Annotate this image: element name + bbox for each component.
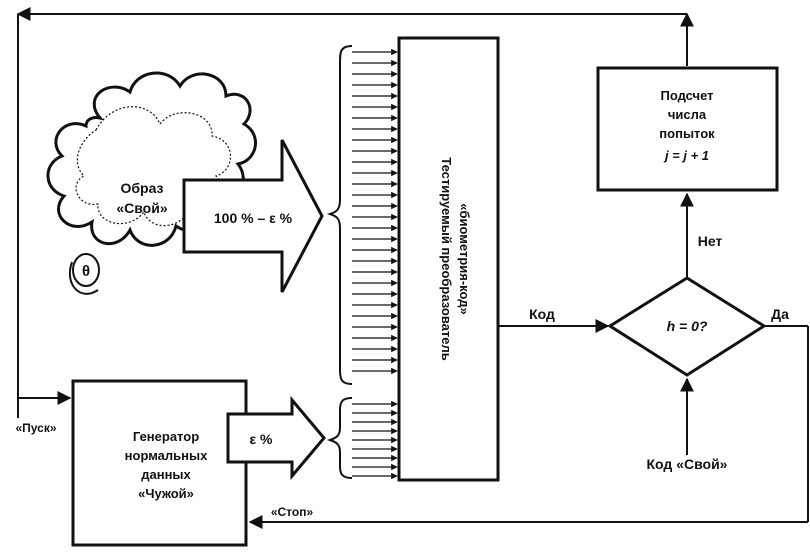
cloud-label-line1: Образ <box>120 180 163 196</box>
counter-label-line2: числа <box>668 107 707 122</box>
converter-block: Тестируемый преобразователь «биометрия-к… <box>397 36 500 482</box>
attempt-counter-block: Подсчет числа попыток j = j + 1 <box>596 66 779 192</box>
decision-label: h = 0? <box>667 318 708 334</box>
own-code-line: Код «Свой» <box>647 377 728 472</box>
feedback-loop-line <box>16 7 694 418</box>
foreign-share-arrow: ε % <box>226 395 326 481</box>
converter-label-line2: «биометрия-код» <box>457 203 472 315</box>
stop-label: «Стоп» <box>271 505 314 519</box>
no-branch-line: Нет <box>680 192 723 278</box>
generator-label-line3: данных <box>141 467 191 482</box>
yes-label: Да <box>771 306 789 322</box>
generator-label-line4: «Чужой» <box>138 486 194 501</box>
own-share-arrow: 100 % – ε % <box>182 139 324 293</box>
theta-symbol: θ <box>82 263 90 280</box>
yes-branch-line: Да «Стоп» <box>248 306 809 529</box>
generator-label-line1: Генератор <box>133 429 199 444</box>
generator-label-line2: нормальных <box>125 448 208 463</box>
counter-label-line3: попыток <box>659 126 715 141</box>
decision-block: h = 0? <box>607 276 767 377</box>
converter-label-line1: Тестируемый преобразователь <box>439 157 454 360</box>
generator-block: Генератор нормальных данных «Чужой» <box>71 379 248 547</box>
code-line: Код <box>498 306 610 333</box>
cloud-label-line2: «Свой» <box>116 200 167 216</box>
own-code-label: Код «Свой» <box>647 456 728 472</box>
converter-input-lines <box>352 48 398 480</box>
code-label: Код <box>529 306 555 322</box>
counter-label-line4: j = j + 1 <box>663 148 709 163</box>
no-label: Нет <box>698 233 723 249</box>
start-label: «Пуск» <box>15 421 56 435</box>
own-share-label: 100 % – ε % <box>214 210 293 226</box>
counter-label-line1: Подсчет <box>660 88 713 103</box>
foreign-share-label: ε % <box>250 431 274 447</box>
input-braces <box>326 45 353 479</box>
